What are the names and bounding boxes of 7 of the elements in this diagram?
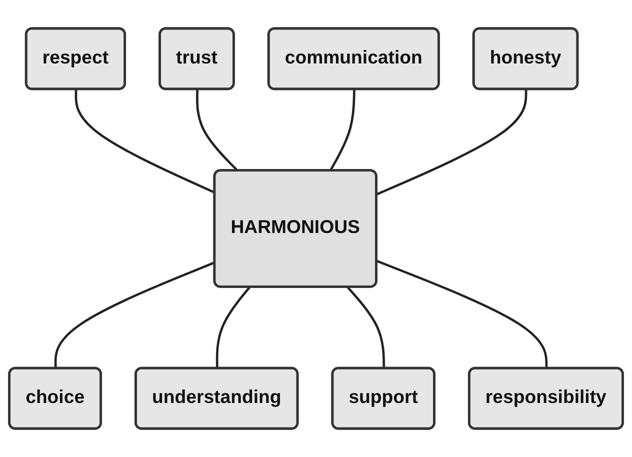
connector bbox=[74, 90, 216, 194]
connector bbox=[54, 261, 216, 369]
connector bbox=[376, 260, 548, 369]
connector bbox=[216, 286, 250, 369]
connector bbox=[376, 90, 528, 196]
connector bbox=[329, 90, 356, 172]
connector bbox=[346, 286, 386, 369]
